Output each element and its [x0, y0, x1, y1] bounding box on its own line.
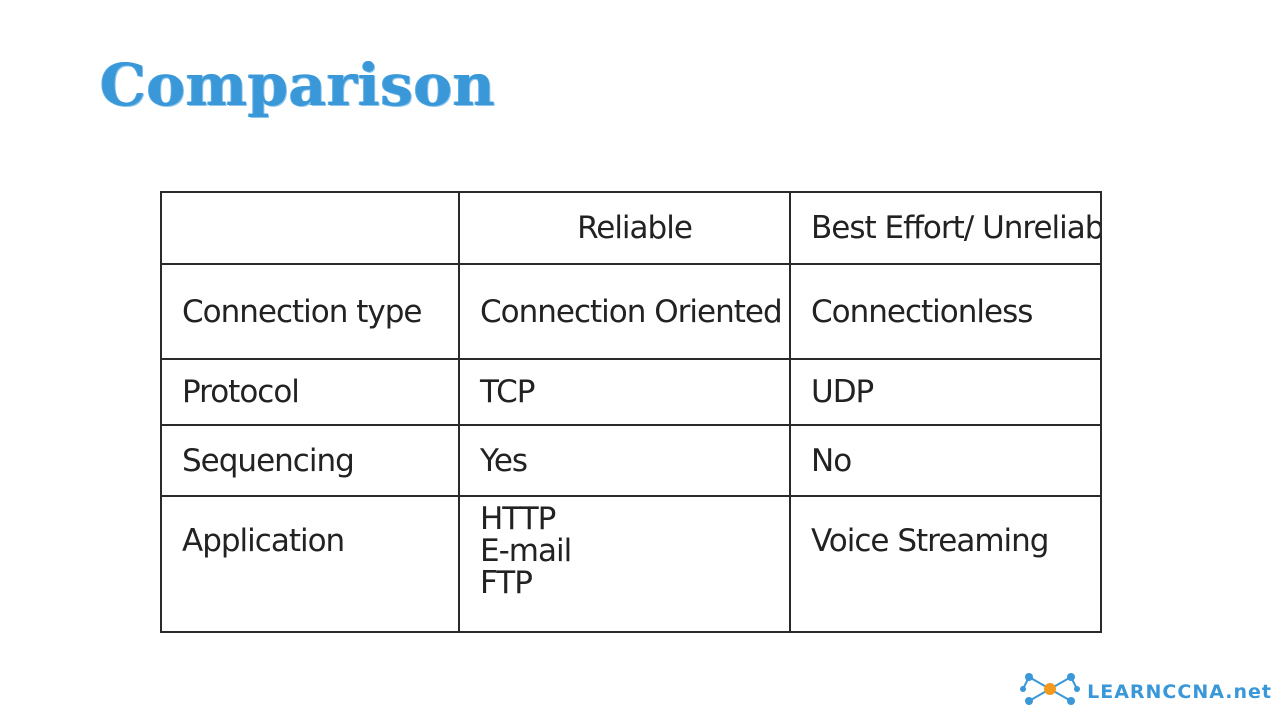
header-cell-best-effort: Best Effort/ Unreliable — [789, 191, 1102, 265]
table-header-row: Reliable Best Effort/ Unreliable — [160, 191, 1102, 265]
table-row: Application HTTP E-mail FTP Voice Stream… — [160, 495, 1102, 633]
comparison-table: Reliable Best Effort/ Unreliable Connect… — [160, 191, 1102, 633]
application-item: FTP — [480, 565, 533, 601]
table-row: Connection type Connection Oriented Conn… — [160, 263, 1102, 360]
header-cell-reliable: Reliable — [458, 191, 791, 265]
logo-text: LEARNCCNA.net — [1087, 680, 1272, 703]
row-label: Application — [160, 495, 460, 633]
reliable-cell: HTTP E-mail FTP — [458, 495, 791, 633]
best-effort-cell: UDP — [789, 358, 1102, 426]
table-row: Protocol TCP UDP — [160, 358, 1102, 426]
application-item: E-mail — [480, 533, 572, 569]
application-item: HTTP — [480, 501, 556, 537]
reliable-cell: TCP — [458, 358, 791, 426]
learnccna-logo: LEARNCCNA.net — [1019, 669, 1272, 714]
row-label: Sequencing — [160, 424, 460, 497]
reliable-cell: Yes — [458, 424, 791, 497]
network-nodes-icon — [1019, 669, 1081, 714]
row-label: Connection type — [160, 263, 460, 360]
slide-title: Comparison — [100, 51, 496, 119]
best-effort-cell: Connectionless — [789, 263, 1102, 360]
best-effort-cell: Voice Streaming — [789, 495, 1102, 633]
header-cell-empty — [160, 191, 460, 265]
row-label: Protocol — [160, 358, 460, 426]
best-effort-cell: No — [789, 424, 1102, 497]
reliable-cell: Connection Oriented — [458, 263, 791, 360]
table-row: Sequencing Yes No — [160, 424, 1102, 497]
